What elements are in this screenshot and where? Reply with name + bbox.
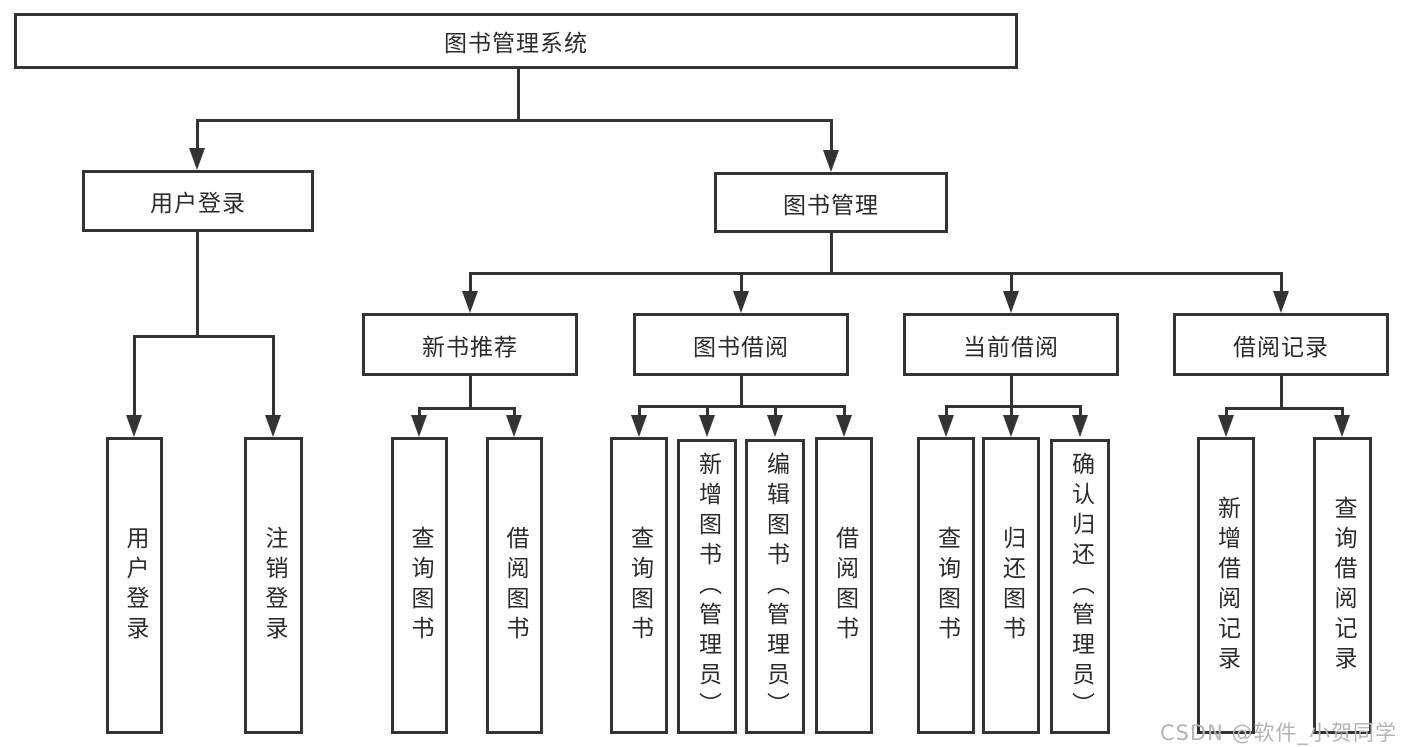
connector-bb-query-stem xyxy=(638,405,641,417)
connector-cb-confirm-stem xyxy=(1079,405,1082,417)
leaf-nbr-borrow-book: 借阅图书 xyxy=(486,437,543,734)
connector-cb-drop xyxy=(1010,376,1013,406)
connector-nbr-borrow-stem xyxy=(513,407,516,417)
connector-bb-drop xyxy=(740,376,743,406)
leaf-cb-confirm-return-admin-label: 确认归还（管理员） xyxy=(1067,451,1094,722)
leaf-logout: 注销登录 xyxy=(244,437,303,734)
arrow-to-nbr-borrow xyxy=(506,415,522,437)
connector-user-login-stem xyxy=(196,119,199,150)
leaf-bb-query-book-label: 查询图书 xyxy=(626,525,653,646)
connector-root-drop xyxy=(517,69,520,119)
connector-borrow-records-stem xyxy=(1280,272,1283,293)
arrow-to-leaf-user-login xyxy=(126,415,142,437)
leaf-cb-query-book-label: 查询图书 xyxy=(933,525,960,646)
leaf-br-add-record: 新增借阅记录 xyxy=(1197,437,1255,734)
connector-nbr-rail xyxy=(418,407,516,410)
leaf-bb-borrow-book-label: 借阅图书 xyxy=(831,525,858,646)
leaf-cb-query-book: 查询图书 xyxy=(917,437,975,734)
connector-bb-edit-stem xyxy=(774,405,777,417)
arrow-to-book-management xyxy=(823,150,839,172)
arrow-to-cb-query xyxy=(938,415,954,437)
leaf-bb-add-book-admin: 新增图书（管理员） xyxy=(677,439,737,734)
leaf-br-query-record-label: 查询借阅记录 xyxy=(1330,495,1356,676)
node-book-management-label: 图书管理 xyxy=(783,192,879,219)
node-borrow-records-label: 借阅记录 xyxy=(1233,334,1329,361)
connector-cb-rail xyxy=(945,405,1082,408)
connector-br-query-stem xyxy=(1341,407,1344,417)
node-new-book-recommend: 新书推荐 xyxy=(362,313,578,376)
connector-book-management-stem xyxy=(830,119,833,152)
arrow-to-bb-borrow xyxy=(836,415,852,437)
arrow-to-bb-add xyxy=(699,415,715,437)
node-new-book-recommend-label: 新书推荐 xyxy=(422,334,518,361)
connector-cb-return-stem xyxy=(1010,405,1013,417)
leaf-user-login-label: 用户登录 xyxy=(122,525,148,646)
leaf-bb-edit-book-admin: 编辑图书（管理员） xyxy=(745,439,805,734)
connector-br-rail xyxy=(1225,407,1344,410)
arrow-to-new-book-recommend xyxy=(462,291,478,313)
connector-bb-rail xyxy=(638,405,846,408)
arrow-to-leaf-logout xyxy=(265,415,281,437)
arrow-to-book-borrow xyxy=(733,291,749,313)
connector-user-login-rail xyxy=(133,335,275,338)
connector-root-rail xyxy=(196,119,833,122)
arrow-to-br-add xyxy=(1218,415,1234,437)
leaf-cb-return-book-label: 归还图书 xyxy=(998,525,1025,646)
connector-cb-query-stem xyxy=(945,405,948,417)
arrow-to-cb-return xyxy=(1003,415,1019,437)
leaf-nbr-borrow-book-label: 借阅图书 xyxy=(502,525,528,646)
arrow-to-nbr-query xyxy=(411,415,427,437)
leaf-nbr-query-book: 查询图书 xyxy=(391,437,448,734)
connector-bb-borrow-stem xyxy=(843,405,846,417)
node-root-label: 图书管理系统 xyxy=(444,31,588,57)
connector-leaf-user-login-stem xyxy=(133,335,136,417)
leaf-br-query-record: 查询借阅记录 xyxy=(1313,437,1372,734)
arrow-to-bb-query xyxy=(631,415,647,437)
arrow-to-br-query xyxy=(1334,415,1350,437)
leaf-bb-query-book: 查询图书 xyxy=(610,437,668,734)
leaf-nbr-query-book-label: 查询图书 xyxy=(407,525,433,646)
node-user-login-label: 用户登录 xyxy=(150,191,246,217)
node-current-borrow-label: 当前借阅 xyxy=(963,334,1059,361)
connector-bb-add-stem xyxy=(706,405,709,417)
node-book-borrow-label: 图书借阅 xyxy=(693,334,789,361)
connector-book-management-drop xyxy=(830,233,833,273)
connector-br-drop xyxy=(1280,376,1283,408)
node-current-borrow: 当前借阅 xyxy=(903,313,1119,376)
node-borrow-records: 借阅记录 xyxy=(1173,313,1389,376)
node-user-login: 用户登录 xyxy=(82,170,314,232)
csdn-watermark: CSDN @软件_小贺同学 xyxy=(1159,721,1397,745)
connector-new-book-recommend-stem xyxy=(469,272,472,293)
connector-current-borrow-stem xyxy=(1010,272,1013,293)
leaf-br-add-record-label: 新增借阅记录 xyxy=(1213,495,1240,676)
connector-user-login-drop xyxy=(196,232,199,336)
leaf-cb-confirm-return-admin: 确认归还（管理员） xyxy=(1050,439,1110,734)
leaf-logout-label: 注销登录 xyxy=(261,525,287,646)
leaf-bb-add-book-admin-label: 新增图书（管理员） xyxy=(694,451,721,722)
connector-book-management-rail xyxy=(469,272,1283,275)
arrow-to-cb-confirm xyxy=(1072,415,1088,437)
leaf-cb-return-book: 归还图书 xyxy=(982,437,1040,734)
node-book-borrow: 图书借阅 xyxy=(633,313,849,376)
leaf-bb-borrow-book: 借阅图书 xyxy=(815,437,873,734)
connector-nbr-drop xyxy=(469,376,472,408)
connector-book-borrow-stem xyxy=(740,272,743,293)
connector-br-add-stem xyxy=(1225,407,1228,417)
leaf-bb-edit-book-admin-label: 编辑图书（管理员） xyxy=(762,451,789,722)
connector-leaf-logout-stem xyxy=(272,335,275,417)
arrow-to-bb-edit xyxy=(767,415,783,437)
leaf-user-login: 用户登录 xyxy=(106,437,163,734)
arrow-to-user-login xyxy=(189,148,205,170)
arrow-to-borrow-records xyxy=(1273,291,1289,313)
node-root: 图书管理系统 xyxy=(14,13,1018,69)
connector-nbr-query-stem xyxy=(418,407,421,417)
node-book-management: 图书管理 xyxy=(714,172,948,233)
arrow-to-current-borrow xyxy=(1003,291,1019,313)
